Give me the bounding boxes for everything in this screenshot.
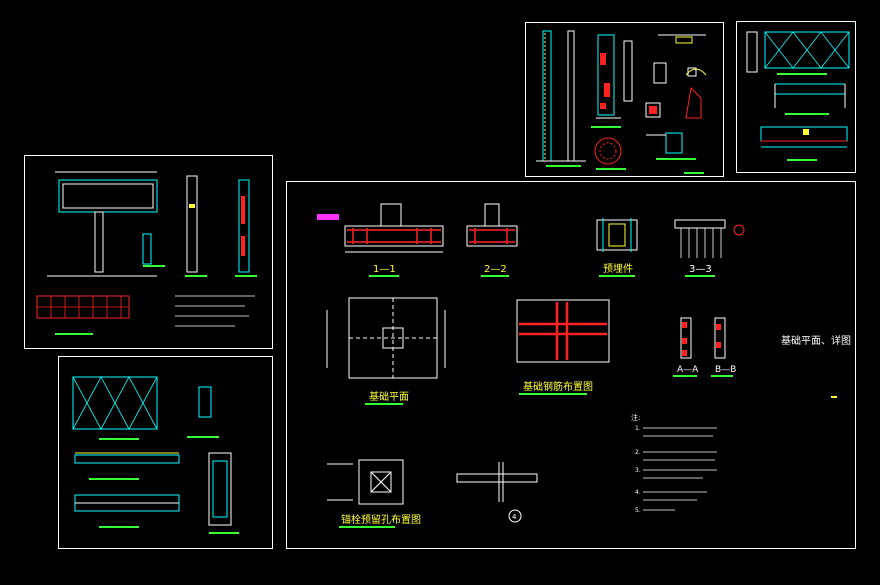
note-number-5: 5.: [635, 507, 641, 514]
section-a-a-label: A—A: [677, 365, 699, 375]
section-2-2-label: 2—2: [484, 264, 507, 275]
rebar-layout-plan: 基础钢筋布置图: [516, 299, 610, 395]
note-number-2: 2.: [635, 449, 641, 456]
note-number-4: 4.: [635, 489, 641, 496]
section-b-b-label: B—B: [715, 365, 736, 375]
anchor-hole-plan: 锚栓预留孔布置图: [327, 459, 421, 528]
anchor-hole-label: 锚栓预留孔布置图: [341, 513, 421, 526]
note-number-1: 1.: [635, 425, 641, 432]
section-a-a-b-b: A—A B—B: [673, 317, 736, 377]
embedded-part-label: 预埋件: [603, 263, 633, 275]
section-1-1: 1—1: [317, 203, 444, 277]
truss-plan-drawing: [72, 376, 239, 534]
truss-plan-sheet: [58, 356, 273, 549]
notes-heading: 注:: [631, 413, 640, 422]
foundation-drawing: 1—1 2—2 预埋件: [317, 203, 851, 528]
section-3-3: 3—3: [674, 219, 745, 277]
frame-elevation-drawing: [746, 31, 850, 161]
anchor-bolt-detail: 4: [456, 462, 538, 523]
foundation-sheet: 1—1 2—2 预埋件: [286, 181, 856, 549]
section-3-3-label: 3—3: [689, 264, 712, 275]
note-number-3: 3.: [635, 467, 641, 474]
section-1-1-label: 1—1: [373, 264, 396, 275]
foundation-plan-label: 基础平面: [369, 390, 409, 403]
notes-block: 注: 1. 2. 3. 4. 5.: [631, 413, 717, 514]
embedded-part-detail: 预埋件: [596, 218, 638, 277]
column-detail-drawing: [536, 30, 707, 174]
billboard-elevation-drawing: [36, 171, 257, 335]
billboard-elevation-sheet: [24, 155, 273, 349]
foundation-plan: 基础平面: [326, 297, 446, 405]
detail-circle-mark: 4: [512, 513, 517, 521]
sheet-title: 基础平面、详图: [781, 334, 851, 347]
column-detail-sheet: [525, 22, 724, 177]
rebar-layout-label: 基础钢筋布置图: [523, 380, 593, 393]
frame-elevation-sheet: [736, 21, 856, 173]
section-2-2: 2—2: [466, 203, 518, 277]
